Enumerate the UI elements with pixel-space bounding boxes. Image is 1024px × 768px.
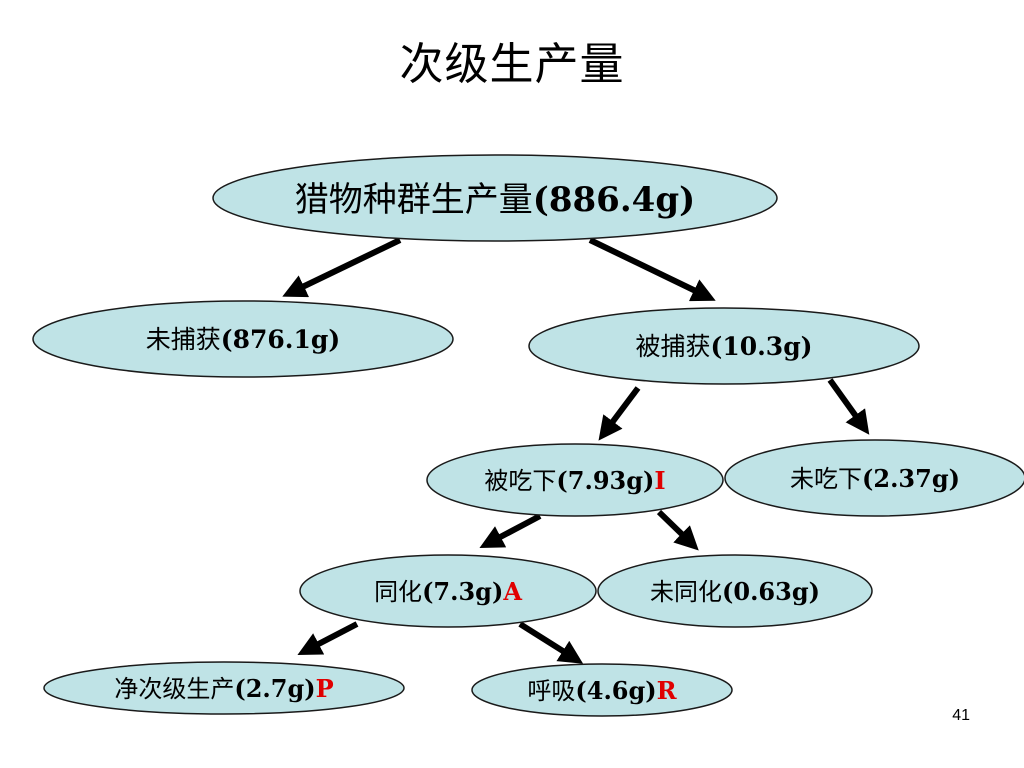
node-value: (7.3g) (422, 577, 503, 606)
node-value: (886.4g) (533, 180, 695, 220)
node-uneaten: 未吃下(2.37g) (724, 439, 1024, 517)
svg-text:未吃下(2.37g): 未吃下(2.37g) (790, 464, 960, 493)
node-label: 被吃下 (484, 467, 556, 495)
node-label: 未同化 (650, 578, 722, 606)
svg-text:未捕获(876.1g): 未捕获(876.1g) (146, 325, 340, 354)
node-assimilated: 同化(7.3g)A (299, 554, 597, 628)
svg-text:被捕获(10.3g): 被捕获(10.3g) (635, 332, 812, 361)
slide-title: 次级生产量 (399, 39, 625, 90)
node-net-production: 净次级生产(2.7g)P (43, 661, 405, 715)
node-value: (876.1g) (221, 325, 340, 354)
arrow-prey-to-caught (588, 237, 716, 302)
node-symbol: R (657, 676, 678, 705)
node-label: 未吃下 (790, 465, 862, 493)
node-value: (0.63g) (722, 577, 820, 606)
page-number: 41 (952, 707, 970, 724)
arrow-eaten-to-unassimilated (656, 509, 699, 551)
node-value: (10.3g) (710, 332, 812, 361)
node-value: (2.37g) (862, 464, 960, 493)
node-label: 同化 (374, 578, 422, 606)
node-value: (7.93g) (556, 466, 654, 495)
node-value: (2.7g) (234, 674, 315, 703)
node-label: 呼吸 (527, 677, 575, 705)
svg-text:被吃下(7.93g)I: 被吃下(7.93g)I (484, 466, 665, 495)
node-caught: 被捕获(10.3g) (528, 307, 920, 385)
node-symbol: A (502, 577, 522, 606)
svg-text:同化(7.3g)A: 同化(7.3g)A (374, 577, 522, 606)
node-eaten: 被吃下(7.93g)I (426, 443, 724, 517)
svg-text:猎物种群生产量(886.4g): 猎物种群生产量(886.4g) (295, 180, 695, 220)
arrow-caught-to-eaten (598, 386, 641, 441)
arrow-caught-to-uneaten (827, 378, 870, 435)
node-label: 被捕获 (635, 332, 710, 361)
node-symbol: P (316, 674, 334, 703)
node-label: 未捕获 (146, 325, 221, 354)
node-prey-production: 猎物种群生产量(886.4g) (212, 154, 778, 242)
svg-text:呼吸(4.6g)R: 呼吸(4.6g)R (527, 676, 677, 705)
node-label: 猎物种群生产量 (295, 180, 533, 220)
node-label: 净次级生产 (114, 675, 234, 703)
node-value: (4.6g) (575, 676, 656, 705)
node-unassimilated: 未同化(0.63g) (597, 554, 873, 628)
arrow-eaten-to-assimilated (479, 513, 542, 549)
node-symbol: I (654, 466, 665, 495)
svg-text:净次级生产(2.7g)P: 净次级生产(2.7g)P (114, 674, 333, 703)
node-respiration: 呼吸(4.6g)R (471, 663, 733, 717)
arrows (282, 237, 870, 664)
arrow-prey-to-uncaught (282, 237, 402, 298)
svg-text:未同化(0.63g): 未同化(0.63g) (650, 577, 820, 606)
arrow-assimilated-to-respiration (518, 621, 584, 664)
arrow-assimilated-to-net (297, 621, 359, 655)
node-uncaught: 未捕获(876.1g) (32, 300, 454, 378)
